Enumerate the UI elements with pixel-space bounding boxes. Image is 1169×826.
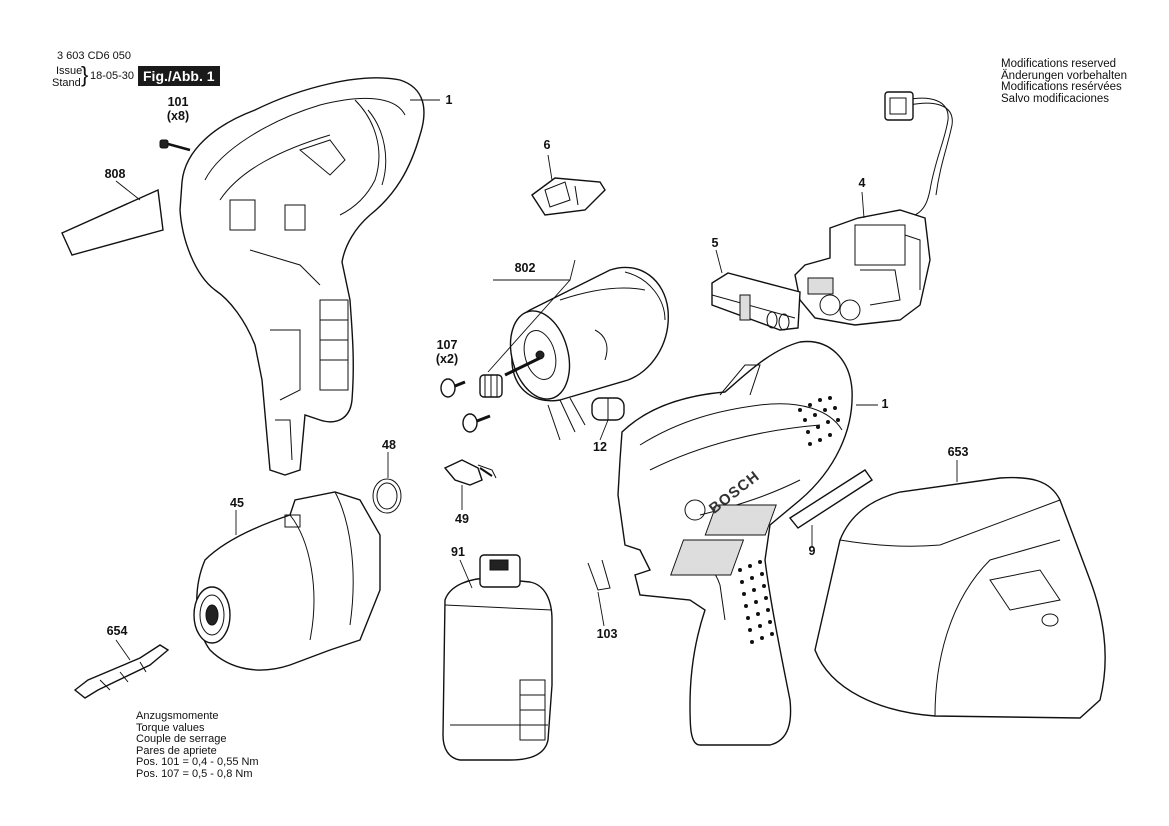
issue-date: 18-05-30 bbox=[90, 70, 135, 82]
callout-48: 48 bbox=[382, 438, 396, 452]
part-12-holder bbox=[591, 397, 625, 421]
callout-45: 45 bbox=[230, 496, 244, 510]
modifications-fr: Modifications resérvées bbox=[1001, 81, 1122, 93]
modifications-de: Änderungen vorbehalten bbox=[1001, 69, 1127, 82]
callout-6: 6 bbox=[543, 138, 551, 152]
torque-pos-101: Pos. 101 = 0,4 - 0,55 Nm bbox=[136, 756, 259, 768]
callout-101-qty: (x8) bbox=[166, 109, 190, 123]
part-802-motor bbox=[504, 266, 669, 441]
part-6-contact bbox=[531, 177, 606, 216]
callout-9: 9 bbox=[808, 544, 816, 558]
part-91-battery bbox=[442, 554, 553, 761]
modifications-en: Modifications reserved bbox=[1001, 58, 1117, 70]
modifications-notice: Modifications reserved Änderungen vorbeh… bbox=[1001, 58, 1127, 105]
callout-49: 49 bbox=[455, 512, 469, 526]
part-653-charger bbox=[670, 476, 1106, 719]
torque-heading-en: Torque values bbox=[136, 721, 205, 734]
callout-5: 5 bbox=[711, 236, 719, 250]
part-4-switch bbox=[794, 91, 953, 326]
leader-lines bbox=[115, 99, 958, 661]
part-103-clip bbox=[587, 559, 611, 591]
callout-91: 91 bbox=[451, 545, 465, 559]
figure-label: Fig./Abb. 1 bbox=[138, 66, 220, 86]
part-48-oring bbox=[372, 478, 402, 514]
part-107-screws bbox=[440, 378, 491, 433]
part-5-terminal bbox=[711, 272, 801, 331]
part-49-lever bbox=[443, 459, 497, 486]
part-45-gearbox bbox=[193, 491, 381, 671]
torque-heading-fr: Couple de serrage bbox=[136, 733, 227, 745]
stand-label: Stand bbox=[52, 77, 81, 89]
part-101-screw bbox=[159, 139, 191, 152]
torque-heading-es: Pares de apriete bbox=[136, 744, 217, 757]
callout-103: 103 bbox=[596, 627, 618, 641]
torque-heading-de: Anzugsmomente bbox=[136, 710, 219, 722]
callout-4: 4 bbox=[858, 176, 866, 190]
callout-12: 12 bbox=[593, 440, 607, 454]
brace-glyph: } bbox=[81, 62, 89, 87]
part-808-label bbox=[61, 188, 164, 256]
callout-1-right-housing: 1 bbox=[881, 397, 889, 411]
callout-107-qty: (x2) bbox=[435, 352, 459, 366]
callout-653: 653 bbox=[947, 445, 969, 459]
part-1-housing-left bbox=[179, 77, 425, 476]
callout-802: 802 bbox=[514, 261, 536, 275]
callout-101: 101 bbox=[167, 95, 189, 109]
callout-808: 808 bbox=[104, 167, 126, 181]
part-654-bit bbox=[73, 644, 170, 699]
part-802-pinion bbox=[479, 374, 503, 398]
torque-values-block: Anzugsmomente Torque values Couple de se… bbox=[136, 710, 259, 780]
callout-107: 107 bbox=[436, 338, 458, 352]
part-9-strip bbox=[788, 469, 873, 529]
callout-1-left-housing: 1 bbox=[445, 93, 453, 107]
document-number: 3 603 CD6 050 bbox=[57, 50, 131, 62]
issue-label: Issue bbox=[56, 65, 83, 77]
modifications-es: Salvo modificaciones bbox=[1001, 92, 1110, 105]
torque-pos-107: Pos. 107 = 0,5 - 0,8 Nm bbox=[136, 767, 253, 780]
callout-654: 654 bbox=[106, 624, 128, 638]
